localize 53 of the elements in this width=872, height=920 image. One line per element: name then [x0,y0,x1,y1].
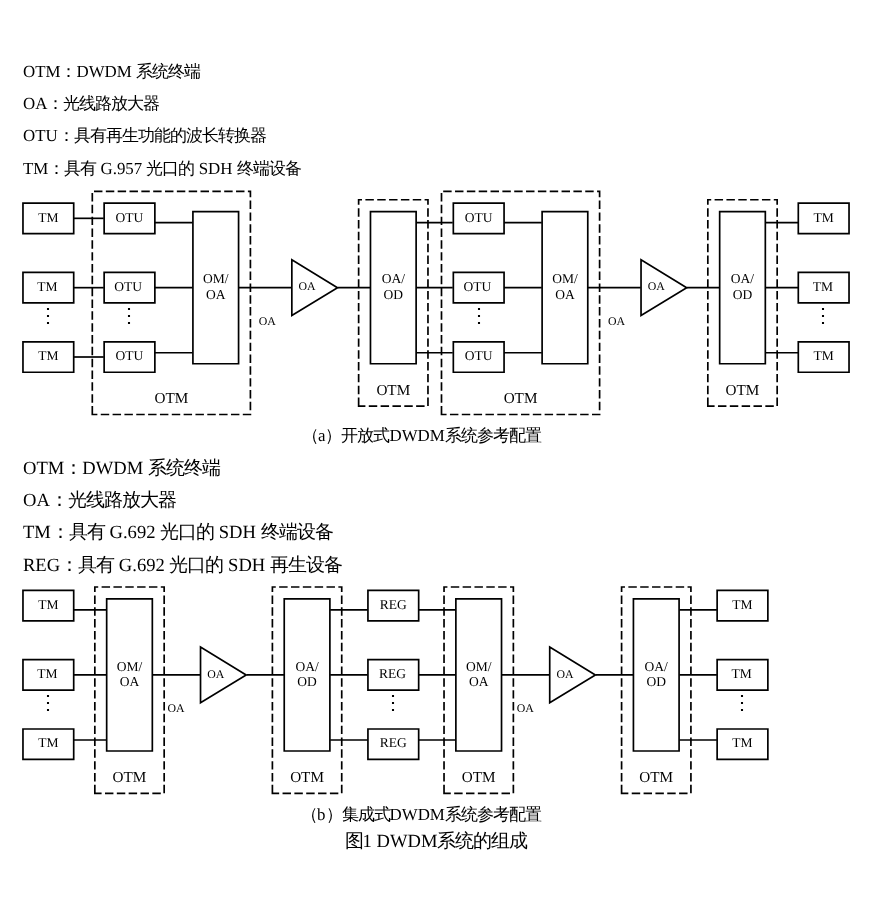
connector [73,355,105,357]
connector [686,285,721,288]
connector [237,285,293,288]
connector [151,673,202,675]
connector [678,738,718,740]
connector [764,350,799,353]
node-label: ⋮ [119,304,140,327]
node-label: ⋮ [813,304,834,327]
connector [73,285,105,288]
connector [329,738,369,740]
connector [73,673,108,675]
connector [764,220,799,223]
label: TM：具有 G.692 光口的 SDH 终端设备 [22,523,333,544]
label: OTM：DWDM 系统终端 [22,459,220,480]
node-label: ⋮ [468,304,489,327]
connector [245,673,285,675]
connector [154,285,194,288]
connector [418,673,457,675]
label: OTM：DWDM 系统终端 [22,60,200,81]
connector [415,285,454,288]
label: OA：光线路放大器 [22,491,176,512]
connector [678,607,718,610]
connector [154,220,194,223]
connector [329,607,369,610]
connector [329,673,369,675]
node-label: ⋮ [38,304,59,327]
label: （a）开放式DWDM系统参考配置 [301,423,541,444]
node-label: ⋮ [38,691,59,714]
connector [73,607,108,610]
caption: 图1 DWDM系统的组成 [344,832,528,853]
label: （b）集成式DWDM系统参考配置 [301,802,541,823]
connector [336,285,371,288]
connector [764,285,799,288]
label: OA：光线路放大器 [22,92,160,113]
connector [418,738,457,740]
connector [154,350,194,353]
connector [500,673,551,675]
connector [415,220,454,223]
connector [587,285,642,288]
connector [595,673,634,675]
connector [503,350,543,353]
label: TM：具有 G.957 光口的 SDH 终端设备 [22,156,301,177]
label: REG：具有 G.692 光口的 SDH 再生设备 [22,555,342,576]
connector [418,607,457,610]
label: OTU：具有再生功能的波长转换器 [22,124,266,145]
connector [503,220,543,223]
connector [415,350,454,353]
node-label: ⋮ [732,691,753,714]
connector [678,673,718,675]
node-label: ⋮ [383,691,404,714]
connector [73,738,108,740]
connector [73,216,105,219]
connector [503,285,543,288]
